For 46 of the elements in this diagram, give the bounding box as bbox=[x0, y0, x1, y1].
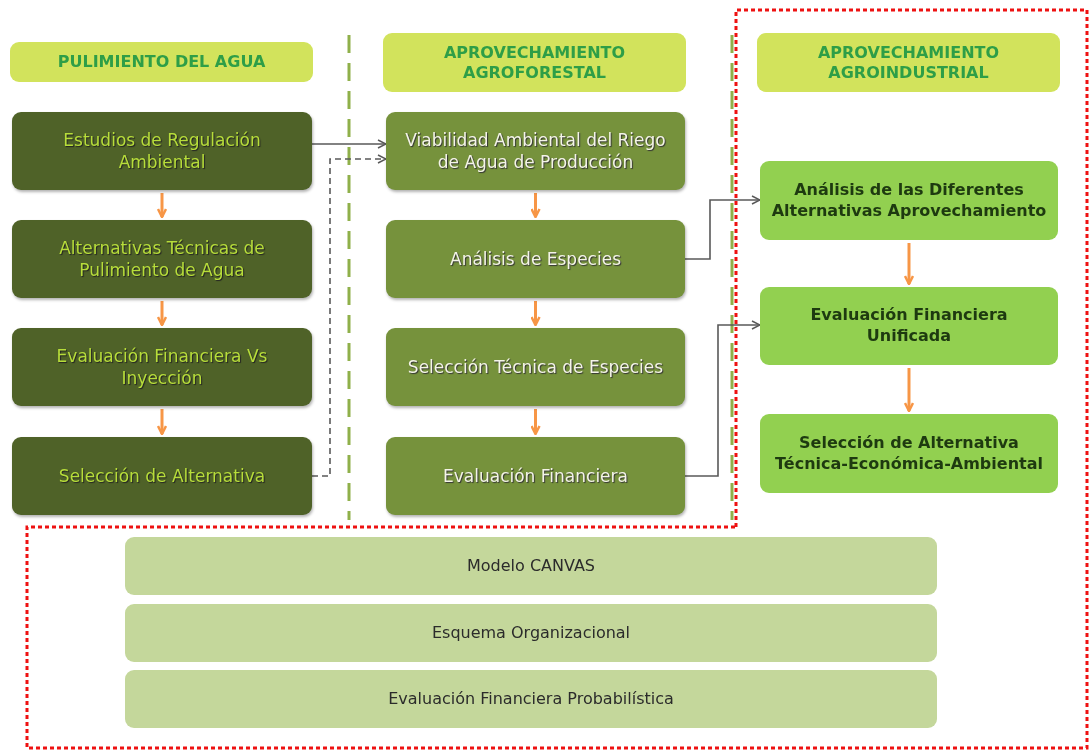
box-label: Estudios de Regulación Ambiental bbox=[62, 128, 262, 174]
box-label: APROVECHAMIENTO AGROFORESTAL bbox=[442, 42, 627, 83]
box-label: Selección de Alternativa Técnica-Económica-Ambiental bbox=[774, 432, 1044, 475]
column-header bbox=[10, 42, 313, 82]
box-label: APROVECHAMIENTO AGROINDUSTRIAL bbox=[816, 42, 1001, 83]
arrow bbox=[311, 139, 387, 149]
box-label: Selección Técnica de Especies bbox=[407, 355, 664, 379]
box-label: Esquema Organizacional bbox=[431, 622, 631, 644]
process-box bbox=[760, 414, 1058, 493]
arrow bbox=[684, 195, 761, 260]
box-label: Evaluación Financiera Unificada bbox=[809, 305, 1009, 347]
process-box bbox=[760, 287, 1058, 365]
box-label: Viabilidad Ambiental del Riego de Agua de Producción bbox=[404, 128, 667, 174]
band-box bbox=[125, 670, 937, 728]
arrow bbox=[156, 301, 168, 327]
box-label: Selección de Alternativa bbox=[58, 464, 266, 488]
arrow bbox=[530, 193, 541, 219]
arrow bbox=[684, 320, 761, 477]
box-label: Evaluación Financiera Vs Inyección bbox=[55, 344, 269, 390]
box-label: Evaluación Financiera Probabilística bbox=[388, 688, 674, 710]
arrow bbox=[530, 301, 541, 327]
arrow bbox=[311, 154, 387, 477]
box-label: Análisis de Especies bbox=[450, 247, 621, 271]
process-box bbox=[386, 220, 685, 298]
box-label: PULIMIENTO DEL AGUA bbox=[57, 52, 266, 72]
arrow bbox=[903, 368, 915, 413]
process-box bbox=[12, 112, 312, 190]
arrow bbox=[903, 243, 915, 286]
process-box bbox=[760, 161, 1058, 240]
band-box bbox=[125, 604, 937, 662]
process-box bbox=[386, 328, 685, 406]
arrow bbox=[156, 193, 168, 219]
process-box bbox=[386, 437, 685, 515]
box-label: Alternativas Técnicas de Pulimiento de Agua bbox=[58, 236, 266, 282]
box-label: Evaluación Financiera bbox=[443, 464, 628, 488]
process-box bbox=[386, 112, 685, 190]
arrow bbox=[530, 409, 541, 436]
process-box bbox=[12, 328, 312, 406]
column-header bbox=[757, 33, 1060, 92]
box-label: Análisis de las Diferentes Alternativas Aprovechamiento bbox=[770, 179, 1048, 222]
box-label: Modelo CANVAS bbox=[467, 555, 595, 577]
band-box bbox=[125, 537, 937, 595]
column-header bbox=[383, 33, 686, 92]
process-box bbox=[12, 437, 312, 515]
process-box bbox=[12, 220, 312, 298]
arrow bbox=[156, 409, 168, 436]
